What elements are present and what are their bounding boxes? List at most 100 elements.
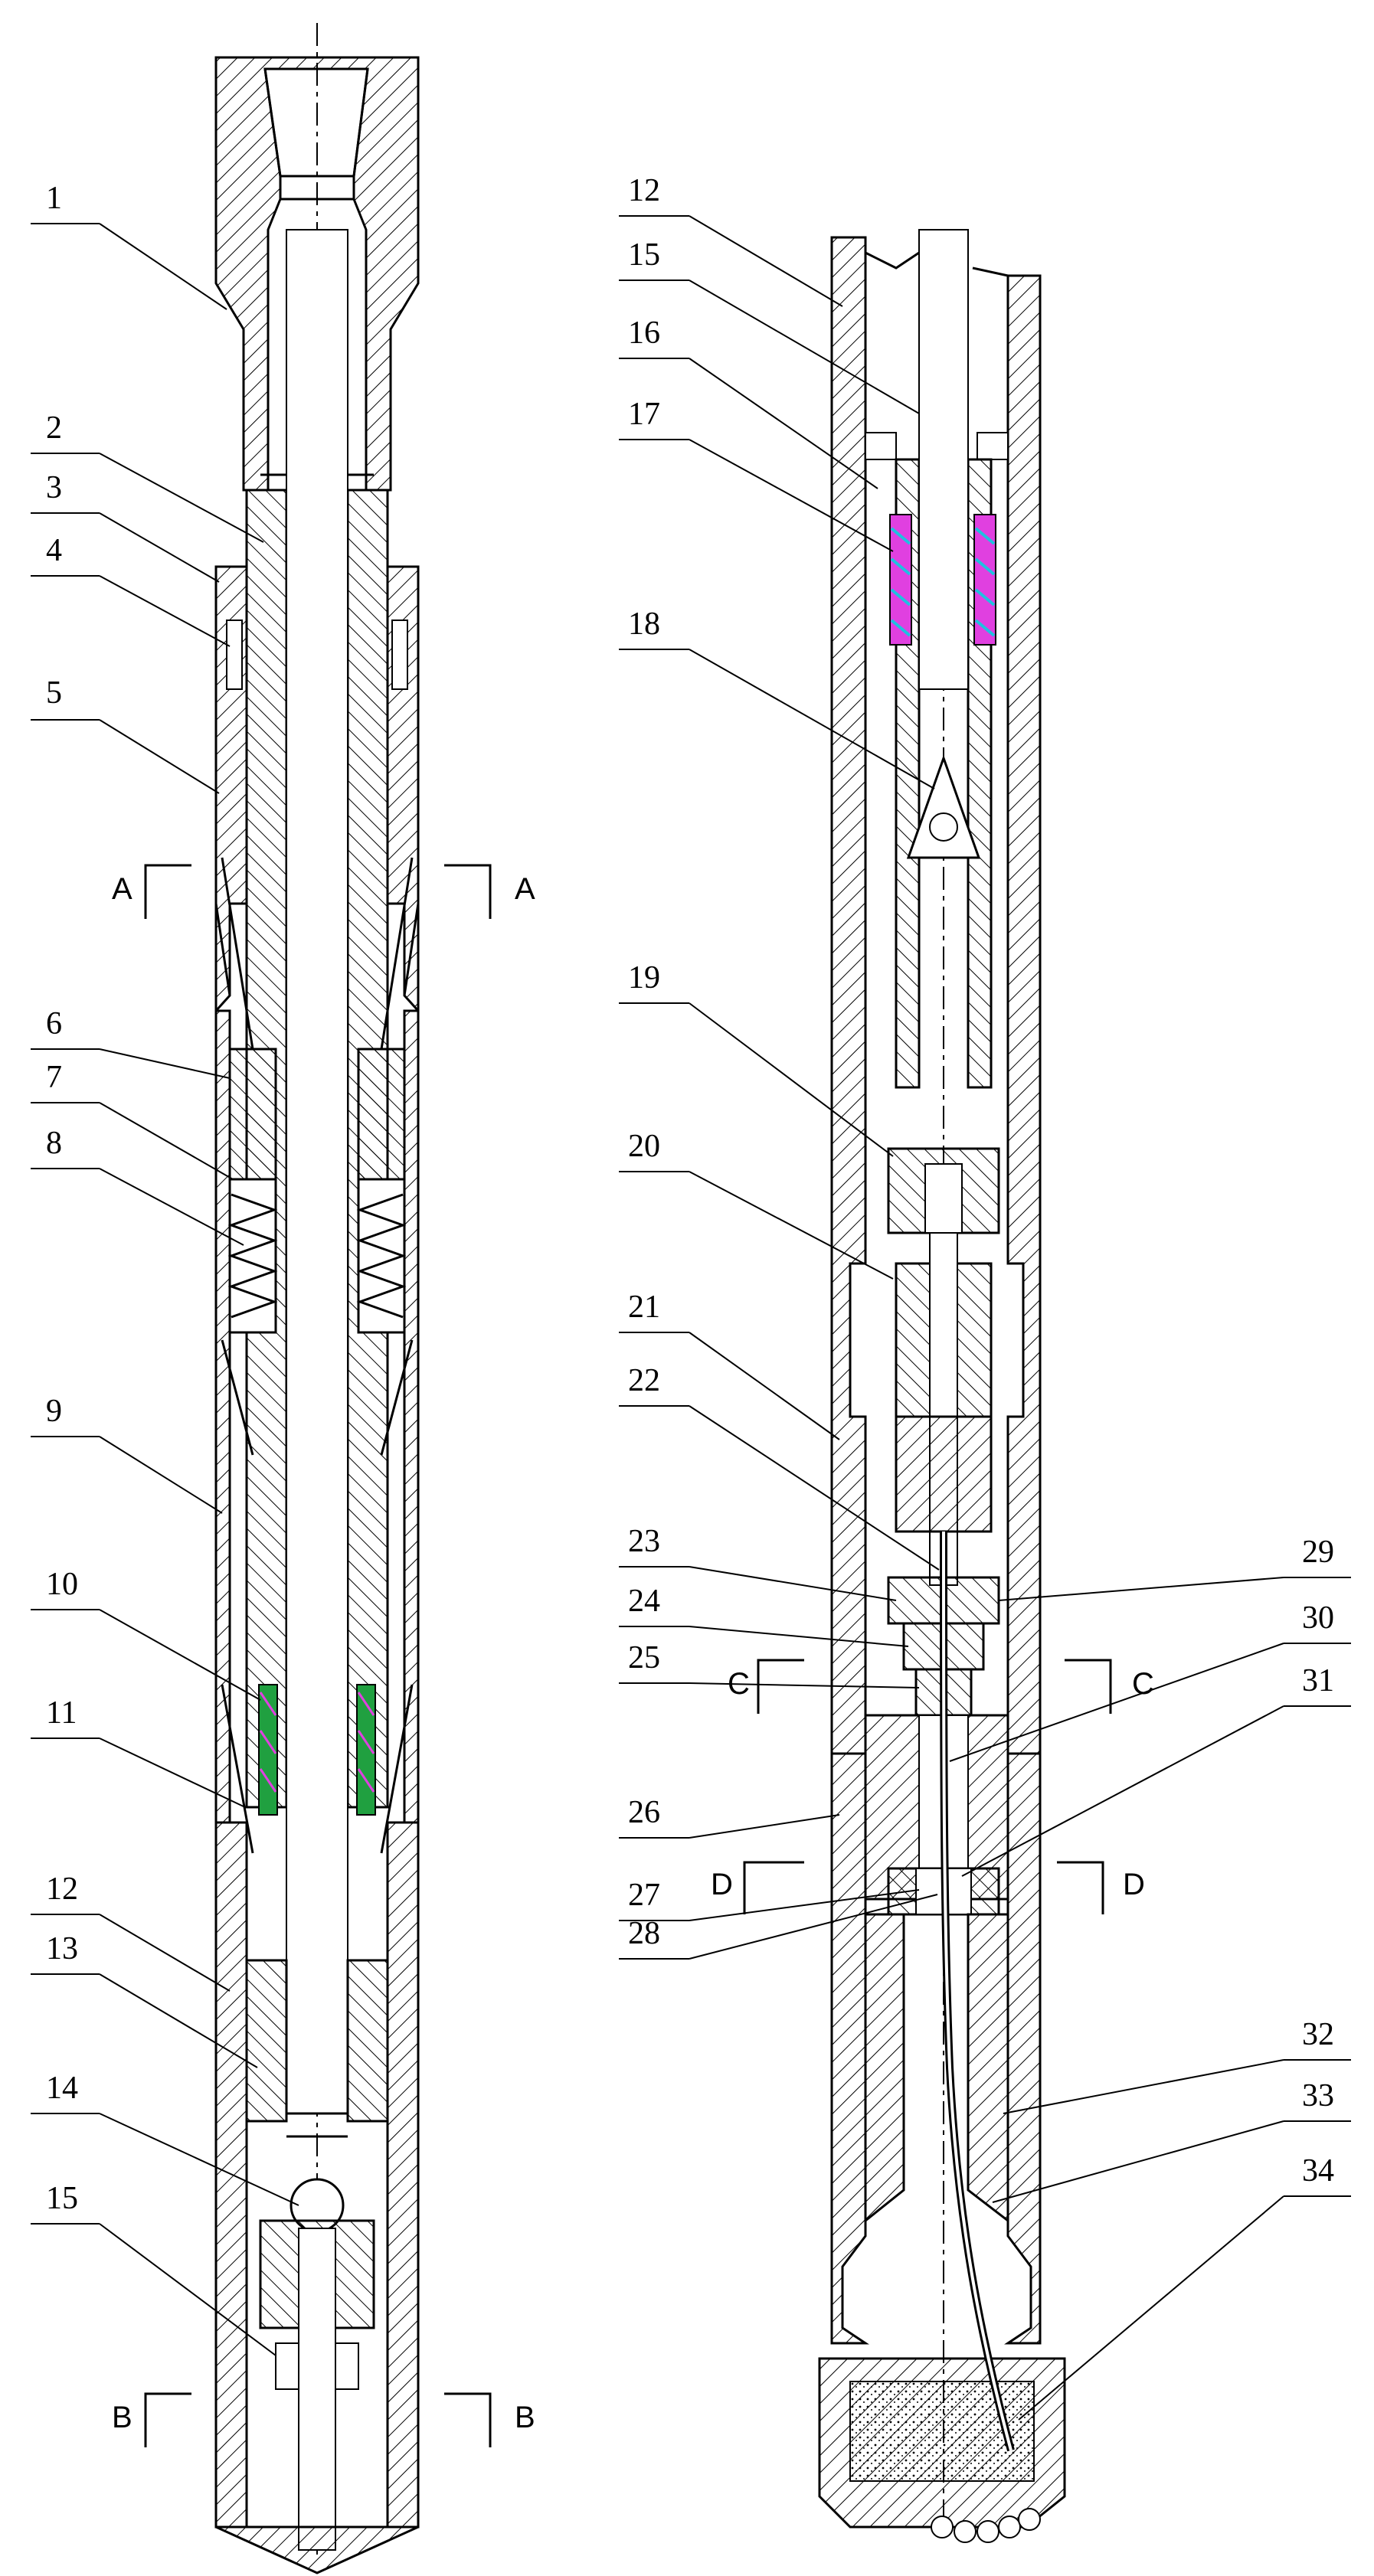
callout-r25: 25 [619,1640,920,1688]
svg-text:1: 1 [46,181,62,216]
callout-r34: 34 [1018,2153,1351,2421]
svg-text:14: 14 [46,2071,78,2106]
callout-r29: 29 [998,1535,1351,1601]
svg-text:27: 27 [628,1878,660,1913]
right-assembly [818,229,1066,2543]
svg-text:C: C [1132,1667,1154,1701]
callout-r32: 32 [1003,2017,1351,2114]
svg-text:32: 32 [1302,2017,1334,2052]
callout-r31: 31 [961,1663,1351,1877]
section-a-left: A [112,864,191,919]
callout-r22: 22 [619,1363,940,1571]
svg-text:2: 2 [46,410,62,446]
section-b-right: B [444,2392,535,2447]
callout-13: 13 [31,1931,258,2068]
right-outer-housing-r [1006,274,1042,1755]
svg-text:22: 22 [628,1363,660,1398]
svg-text:9: 9 [46,1394,62,1429]
svg-text:34: 34 [1302,2153,1334,2189]
callout-6: 6 [31,1006,231,1079]
svg-text:19: 19 [628,960,660,995]
left-bore [286,229,348,2114]
svg-text:23: 23 [628,1524,660,1559]
svg-text:31: 31 [1302,1663,1334,1698]
callout-11: 11 [31,1695,246,1808]
callout-r23: 23 [619,1524,897,1601]
svg-text:15: 15 [628,237,660,273]
left-callouts: 1 2 3 4 5 6 7 8 9 10 11 12 13 14 15 [31,181,299,2356]
svg-text:3: 3 [46,470,62,505]
svg-text:C: C [728,1667,750,1701]
svg-text:7: 7 [46,1060,62,1095]
callout-5: 5 [31,675,220,794]
callout-7: 7 [31,1060,234,1180]
callout-r12: 12 [619,173,843,307]
section-c-left: C [728,1659,804,1714]
svg-text:13: 13 [46,1931,78,1966]
svg-text:28: 28 [628,1916,660,1951]
svg-text:A: A [515,872,535,906]
svg-text:4: 4 [46,533,62,568]
seal-10-right [356,1684,376,1816]
left-section-marks: A A B B [112,864,535,2447]
callout-r28: 28 [619,1894,938,1960]
callout-10: 10 [31,1567,261,1701]
svg-text:12: 12 [628,173,660,208]
svg-text:10: 10 [46,1567,78,1602]
svg-text:B: B [515,2401,535,2434]
svg-text:33: 33 [1302,2078,1334,2113]
section-a-right: A [444,864,535,919]
valve-18 [906,754,981,859]
bit-body-32 [864,1913,905,2224]
callout-1: 1 [31,181,227,310]
right-callouts-left: 12 15 16 17 18 19 20 21 22 23 24 25 26 2… [619,173,940,1960]
callout-r30: 30 [949,1600,1351,1762]
callout-r24: 24 [619,1584,909,1647]
callout-r33: 33 [992,2078,1351,2203]
callout-r20: 20 [619,1129,894,1280]
callout-14: 14 [31,2071,299,2206]
callout-r17: 17 [619,397,894,552]
callout-r18: 18 [619,606,935,789]
svg-text:29: 29 [1302,1535,1334,1570]
callout-r26: 26 [619,1795,840,1839]
seal-pack-17 [889,514,996,646]
callout-4: 4 [31,533,231,647]
svg-text:A: A [112,872,132,906]
callout-r19: 19 [619,960,894,1157]
callout-r16: 16 [619,315,878,489]
svg-text:6: 6 [46,1006,62,1041]
svg-text:26: 26 [628,1795,660,1830]
callout-8: 8 [31,1126,244,1246]
svg-text:25: 25 [628,1640,660,1675]
svg-text:5: 5 [46,675,62,711]
svg-text:D: D [711,1868,733,1901]
left-assembly [214,23,420,2574]
right-callouts-right: 29 30 31 32 33 34 [949,1535,1351,2421]
section-b-left: B [112,2392,191,2447]
callout-3: 3 [31,470,220,583]
svg-text:24: 24 [628,1584,660,1619]
callout-12: 12 [31,1872,231,1992]
right-section-marks: C C D D [711,1659,1154,1914]
svg-text:15: 15 [46,2181,78,2216]
section-c-right: C [1065,1659,1154,1714]
right-outer-housing-l [830,236,867,1755]
callout-15: 15 [31,2181,276,2356]
svg-text:18: 18 [628,606,660,642]
callout-r21: 21 [619,1290,840,1440]
section-d-left: D [711,1861,804,1914]
callout-r15: 15 [619,237,920,414]
svg-text:8: 8 [46,1126,62,1161]
svg-text:17: 17 [628,397,660,432]
svg-text:20: 20 [628,1129,660,1164]
svg-text:12: 12 [46,1872,78,1907]
svg-text:16: 16 [628,315,660,351]
svg-text:D: D [1123,1868,1145,1901]
svg-text:11: 11 [46,1695,77,1731]
cutter-row [931,2508,1041,2543]
section-d-right: D [1057,1861,1145,1914]
callout-9: 9 [31,1394,223,1514]
callout-r27: 27 [619,1878,920,1921]
